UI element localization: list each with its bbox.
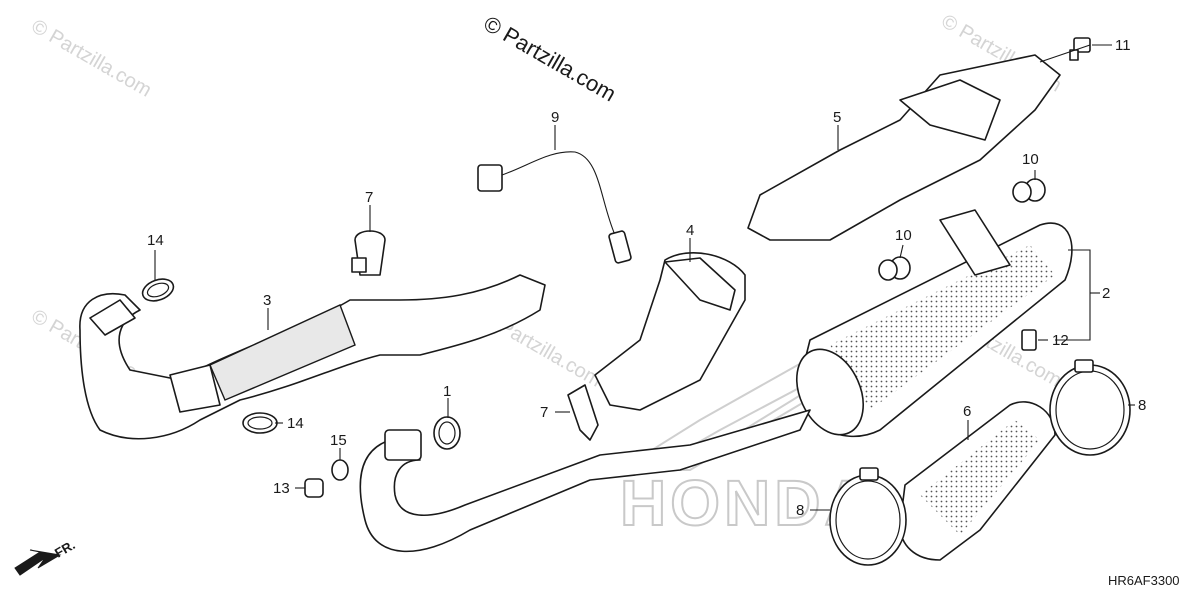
part-5-muffler-cover[interactable]	[747, 54, 1061, 241]
part-10-grommet-lower[interactable]	[878, 256, 911, 281]
part-2-muffler[interactable]	[784, 209, 1073, 445]
callout-4: 4	[686, 222, 694, 239]
part-14-clamp-lower[interactable]	[242, 412, 278, 434]
part-7-clip-lower[interactable]	[567, 384, 599, 441]
arrow-down-left-icon	[14, 549, 62, 576]
part-8-clamp-right[interactable]	[1049, 359, 1131, 456]
callout-11: 11	[1115, 37, 1131, 54]
watermark-top-left: © Partzilla.com	[28, 15, 156, 101]
part-12-nut[interactable]	[1021, 329, 1037, 351]
callout-13: 13	[273, 480, 290, 497]
honda-brand-watermark: HONDA	[620, 467, 875, 539]
callout-14-lower: 14	[287, 415, 304, 432]
part-11-bolt[interactable]	[1069, 37, 1091, 61]
diagram-code: HR6AF3300	[1108, 573, 1180, 588]
copyright-text: © Partzilla.com	[480, 11, 621, 107]
callout-10-upper: 10	[1022, 151, 1039, 168]
part-4-heat-guard[interactable]	[594, 252, 746, 411]
callout-2: 2	[1102, 285, 1110, 302]
callout-7-lower: 7	[540, 404, 548, 421]
callout-1: 1	[443, 383, 451, 400]
leader-lines	[154, 44, 1135, 511]
front-direction-indicator: FR.	[14, 537, 78, 576]
part-10-grommet-upper[interactable]	[1012, 178, 1046, 203]
part-3-exhaust-pipe[interactable]	[79, 274, 546, 440]
callout-8-left: 8	[796, 502, 804, 519]
callout-3: 3	[263, 292, 271, 309]
callout-labels: 1 2 3 4 5 6 7 7 8 8 9 10 10 11 12 13 14 …	[147, 37, 1146, 519]
callout-5: 5	[833, 109, 841, 126]
callout-14-upper: 14	[147, 232, 164, 249]
callout-10-lower: 10	[895, 227, 912, 244]
callout-15: 15	[330, 432, 347, 449]
callout-7-upper: 7	[365, 189, 373, 206]
part-13-flange-nut[interactable]	[304, 478, 324, 498]
callout-8-right: 8	[1138, 397, 1146, 414]
callout-9: 9	[551, 109, 559, 126]
part-9-oxygen-sensor[interactable]	[477, 151, 632, 264]
callout-6: 6	[963, 403, 971, 420]
part-14-clamp-upper[interactable]	[140, 275, 177, 305]
part-7-clip-upper[interactable]	[351, 230, 386, 276]
part-6-protector[interactable]	[899, 401, 1056, 561]
part-15-washer[interactable]	[331, 459, 349, 481]
part-1-gasket[interactable]	[433, 416, 461, 450]
part-8-clamp-left[interactable]	[829, 467, 907, 566]
callout-12: 12	[1052, 332, 1069, 349]
exhaust-mid-pipe[interactable]	[359, 409, 811, 553]
